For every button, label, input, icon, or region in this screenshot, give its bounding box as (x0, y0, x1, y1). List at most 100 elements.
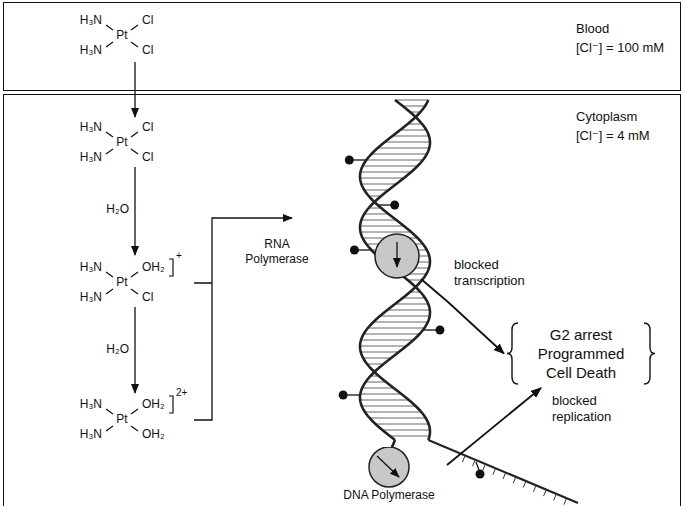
enzyme-circle: RNA Polymerase (237, 229, 421, 285)
metal-symbol: Pt (116, 276, 127, 290)
base-tick (564, 498, 567, 504)
bond-line (106, 149, 113, 154)
ligand-label: Cl (142, 44, 153, 58)
region-band: Cytoplasm[Cl⁻] = 4 mM RNA PolymeraseDNA P… (3, 94, 681, 506)
base-tick (493, 468, 496, 474)
ligand-label: H₃N (80, 291, 102, 305)
bond-line (106, 426, 113, 431)
bond-line (106, 132, 113, 137)
charge-label: + (176, 250, 182, 262)
charge-bracket (169, 259, 173, 276)
dna-strand (360, 100, 430, 440)
base-pair (390, 436, 430, 437)
base-pair (403, 106, 425, 107)
ligand-label: Cl (142, 14, 153, 28)
bond-line (106, 42, 113, 47)
enzyme-name: DNA Polymerase (337, 488, 441, 503)
base-pair (364, 214, 388, 215)
bond-line (106, 289, 113, 294)
region-band: Blood[Cl⁻] = 100 mM (3, 2, 681, 91)
ligand-label: H₃N (80, 398, 102, 412)
base-pair (370, 418, 426, 419)
enzyme-name: RNA Polymerase (237, 237, 317, 267)
outcome-text: G2 arrest Programmed Cell Death (528, 325, 634, 382)
base-pair (378, 148, 430, 149)
direction-arrow (396, 242, 397, 267)
adduct-dot (350, 246, 359, 255)
adduct-dot (476, 470, 485, 479)
base-pair (392, 136, 429, 137)
base-pair (363, 166, 418, 167)
edge-label: blocked replication (550, 392, 636, 426)
ligand-label: H₃N (80, 121, 102, 135)
base-pair (365, 412, 421, 413)
base-pair (361, 340, 413, 341)
base-pair (360, 394, 401, 395)
direction-arrow (377, 456, 399, 477)
ligand-label: H₃N (80, 44, 102, 58)
reagent-label: H₂O (106, 343, 129, 357)
chloride-concentration: [Cl⁻] = 4 mM (576, 126, 650, 145)
bond-line (106, 25, 113, 30)
base-pair (367, 364, 384, 365)
band-text: Blood[Cl⁻] = 100 mM (576, 19, 664, 57)
reaction-arrow (134, 307, 135, 393)
adduct-stalk (379, 204, 392, 205)
base-pair (360, 178, 404, 179)
base-pair (395, 304, 428, 305)
metal-symbol: Pt (116, 413, 127, 427)
base-tick (483, 464, 486, 470)
charge-bracket (169, 396, 173, 413)
bond-line (131, 132, 138, 137)
base-pair (364, 190, 388, 191)
adduct-stalk (346, 394, 359, 395)
base-pair (360, 232, 411, 233)
base-pair (366, 160, 423, 161)
ligand-label: OH₂ (142, 428, 165, 442)
left-brace (507, 323, 518, 384)
base-tick (554, 494, 557, 500)
adduct-dot (339, 391, 348, 400)
ligand-label: H₃N (80, 14, 102, 28)
base-pair (360, 346, 406, 347)
bond-line (106, 272, 113, 277)
base-pair (366, 382, 386, 383)
ligand-label: H₃N (80, 151, 102, 165)
adduct-stalk (357, 249, 370, 250)
region-name: Blood (576, 19, 664, 38)
bond-line (131, 289, 138, 294)
base-pair (375, 424, 428, 425)
base-pair (371, 154, 426, 155)
chloride-concentration: [Cl⁻] = 100 mM (576, 38, 664, 57)
reaction-arrow (134, 167, 135, 255)
base-pair (360, 226, 404, 227)
base-tick (503, 473, 506, 479)
ligand-label: H₃N (80, 261, 102, 275)
base-pair (380, 316, 430, 317)
reaction-arrow (134, 62, 135, 117)
ligand-label: Cl (142, 291, 153, 305)
base-pair (361, 220, 396, 221)
base-pair-hatching (360, 100, 430, 436)
base-tick (513, 477, 516, 483)
base-tick (523, 481, 526, 487)
base-pair (368, 328, 425, 329)
bond-line (131, 25, 138, 30)
ligand-label: OH₂ (142, 398, 165, 412)
dna-strand (360, 100, 430, 440)
bond-line (131, 409, 138, 414)
base-pair (403, 298, 425, 299)
base-pair (373, 322, 427, 323)
edge-label: blocked transcription (452, 256, 542, 290)
effect-arrow (447, 388, 541, 465)
adduct-dot (345, 156, 354, 165)
region-name: Cytoplasm (576, 107, 650, 126)
template-strand (428, 440, 578, 503)
ligand-label: OH₂ (142, 261, 165, 275)
adduct-dot (390, 201, 399, 210)
base-pair (385, 142, 430, 143)
polymerase-circle (375, 234, 419, 278)
